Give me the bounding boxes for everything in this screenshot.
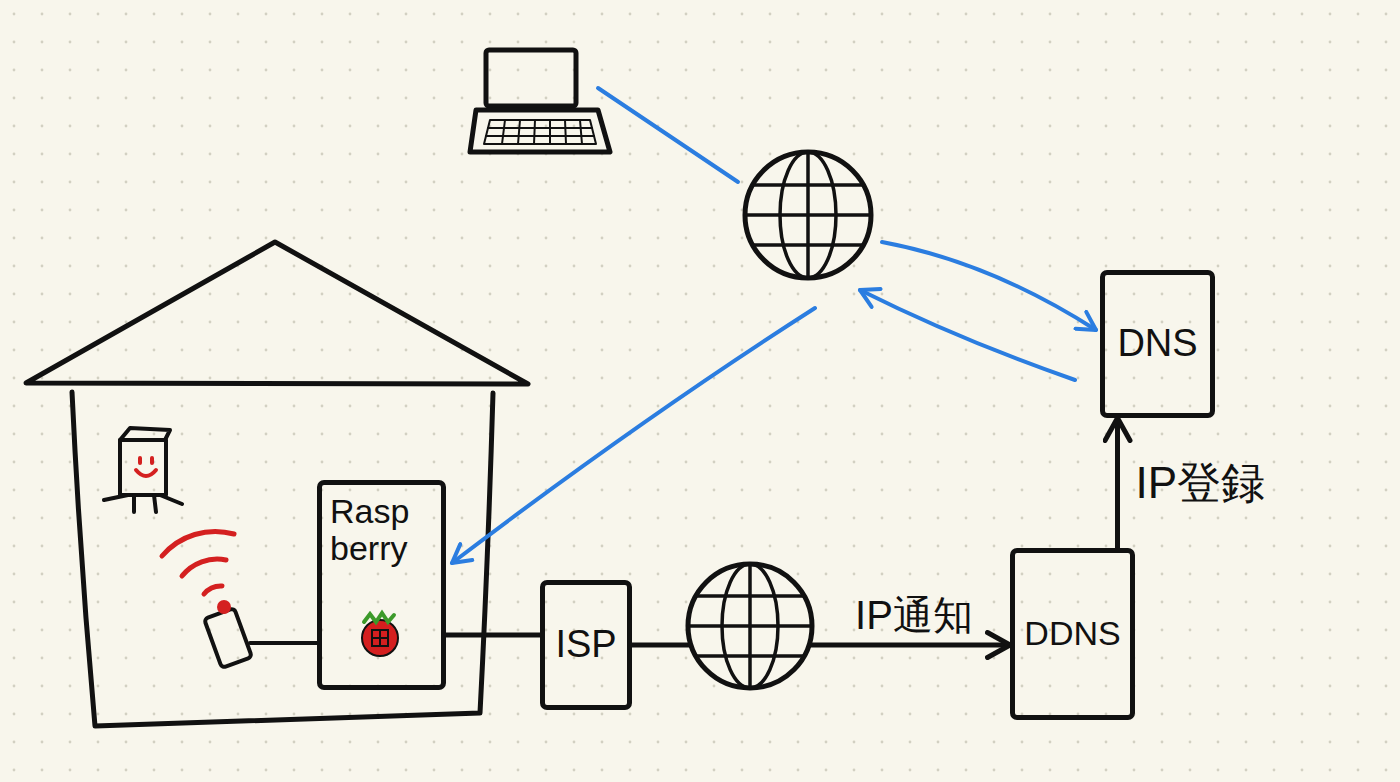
connector — [1115, 418, 1120, 548]
globe-icon — [688, 564, 812, 688]
provider-box: ISP — [540, 580, 632, 710]
device-box: Rasp berry — [317, 480, 446, 690]
box-label: ISP — [555, 624, 616, 666]
edge-label: IP登録 — [1136, 459, 1266, 507]
house-outline — [26, 242, 528, 726]
box-label: Rasp berry — [330, 493, 433, 568]
service-box: DDNS — [1010, 548, 1135, 720]
wifi-device — [162, 531, 318, 667]
internet-links — [452, 88, 1096, 563]
box-label: DNS — [1117, 323, 1197, 365]
connector — [446, 633, 540, 638]
globe-icon — [745, 152, 871, 278]
server-box: DNS — [1100, 270, 1215, 418]
raspberry-icon — [362, 613, 398, 656]
laptop-icon — [470, 50, 610, 152]
box-label: DDNS — [1024, 615, 1120, 652]
edge-label: IP通知 — [855, 593, 973, 637]
robot-icon — [104, 428, 182, 512]
